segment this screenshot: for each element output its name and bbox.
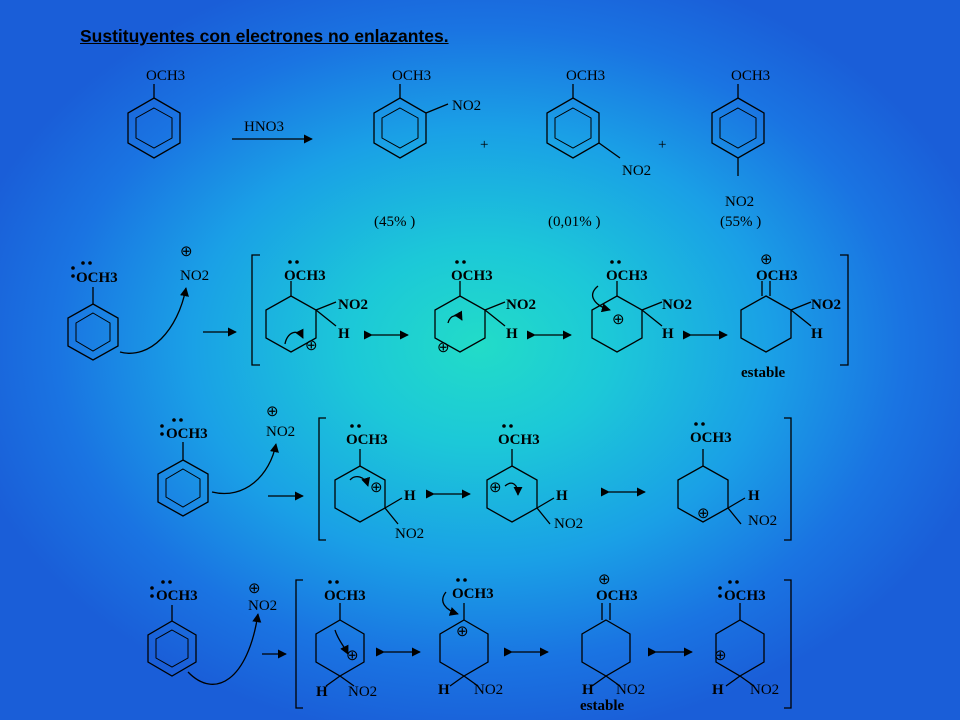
label-h: H: [506, 326, 518, 342]
label-no2: NO2: [748, 513, 777, 529]
label-h: H: [438, 682, 450, 698]
label-och3: OCH3: [566, 68, 605, 84]
charge-plus: ⊕: [612, 312, 625, 328]
label-och3: OCH3: [324, 588, 366, 604]
label-plus: +: [480, 137, 488, 153]
label-no2: NO2: [266, 424, 295, 440]
row-overall-labels: OCH3 HNO3 OCH3 NO2 + OCH3 NO2 + OCH3 NO2…: [146, 68, 770, 230]
charge-plus: ⊕: [180, 244, 193, 260]
label-hno3: HNO3: [244, 119, 284, 135]
label-h: H: [582, 682, 594, 698]
label-no2: NO2: [180, 268, 209, 284]
label-och3: OCH3: [756, 268, 798, 284]
label-och3: OCH3: [596, 588, 638, 604]
row-meta-mechanism: [157, 417, 792, 541]
charge-plus: ⊕: [456, 624, 469, 640]
label-no2: NO2: [248, 598, 277, 614]
row-para-labels: OCH3 ⊕ NO2 OCH3 ⊕ H NO2 OCH3 ⊕ H NO2 ⊕ O…: [156, 572, 779, 714]
label-stable: estable: [580, 698, 625, 714]
label-och3: OCH3: [76, 270, 118, 286]
charge-plus: ⊕: [489, 480, 502, 496]
label-h: H: [662, 326, 674, 342]
row-ortho-labels: OCH3 ⊕ NO2 OCH3 NO2 H ⊕ OCH3 NO2 H ⊕ OCH…: [76, 244, 841, 381]
page-title: Sustituyentes con electrones no enlazant…: [80, 26, 449, 46]
charge-plus: ⊕: [248, 581, 261, 597]
label-och3: OCH3: [724, 588, 766, 604]
label-h: H: [338, 326, 350, 342]
label-no2: NO2: [554, 516, 583, 532]
label-stable: estable: [741, 365, 786, 381]
label-no2: NO2: [750, 682, 779, 698]
charge-plus: ⊕: [437, 340, 450, 356]
yield-para: (55% ): [720, 214, 761, 230]
charge-plus: ⊕: [760, 252, 773, 268]
label-no2: NO2: [622, 163, 651, 179]
label-och3: OCH3: [284, 268, 326, 284]
charge-plus: ⊕: [305, 338, 318, 354]
label-h: H: [712, 682, 724, 698]
label-och3: OCH3: [452, 586, 494, 602]
label-och3: OCH3: [166, 426, 208, 442]
label-och3: OCH3: [731, 68, 770, 84]
label-och3: OCH3: [346, 432, 388, 448]
charge-plus: ⊕: [370, 480, 383, 496]
label-h: H: [404, 488, 416, 504]
yield-meta: (0,01% ): [548, 214, 601, 230]
label-och3: OCH3: [156, 588, 198, 604]
label-no2: NO2: [474, 682, 503, 698]
charge-plus: ⊕: [266, 404, 279, 420]
label-plus: +: [658, 137, 666, 153]
charge-plus: ⊕: [714, 648, 727, 664]
label-och3: OCH3: [606, 268, 648, 284]
yield-ortho: (45% ): [374, 214, 415, 230]
charge-plus: ⊕: [598, 572, 611, 588]
label-och3: OCH3: [690, 430, 732, 446]
label-no2: NO2: [395, 526, 424, 542]
label-och3: OCH3: [451, 268, 493, 284]
label-no2: NO2: [338, 297, 368, 313]
label-no2: NO2: [662, 297, 692, 313]
row-meta-labels: OCH3 ⊕ NO2 OCH3 H ⊕ NO2 OCH3 H ⊕ NO2 OCH…: [166, 404, 777, 542]
label-no2: NO2: [506, 297, 536, 313]
charge-plus: ⊕: [346, 648, 359, 664]
label-no2: NO2: [725, 194, 754, 210]
label-h: H: [748, 488, 760, 504]
label-h: H: [811, 326, 823, 342]
label-och3: OCH3: [146, 68, 185, 84]
label-no2: NO2: [616, 682, 645, 698]
label-no2: NO2: [811, 297, 841, 313]
benzene-ring: [127, 97, 181, 159]
row-para-mechanism: [147, 579, 792, 709]
lone-pair-dots: [71, 260, 739, 598]
row-overall-reaction: [127, 84, 765, 176]
label-no2: NO2: [452, 98, 481, 114]
label-h: H: [316, 684, 328, 700]
label-no2: NO2: [348, 684, 377, 700]
label-och3: OCH3: [392, 68, 431, 84]
label-h: H: [556, 488, 568, 504]
row-ortho-mechanism: [67, 254, 849, 366]
charge-plus: ⊕: [697, 506, 710, 522]
label-och3: OCH3: [498, 432, 540, 448]
